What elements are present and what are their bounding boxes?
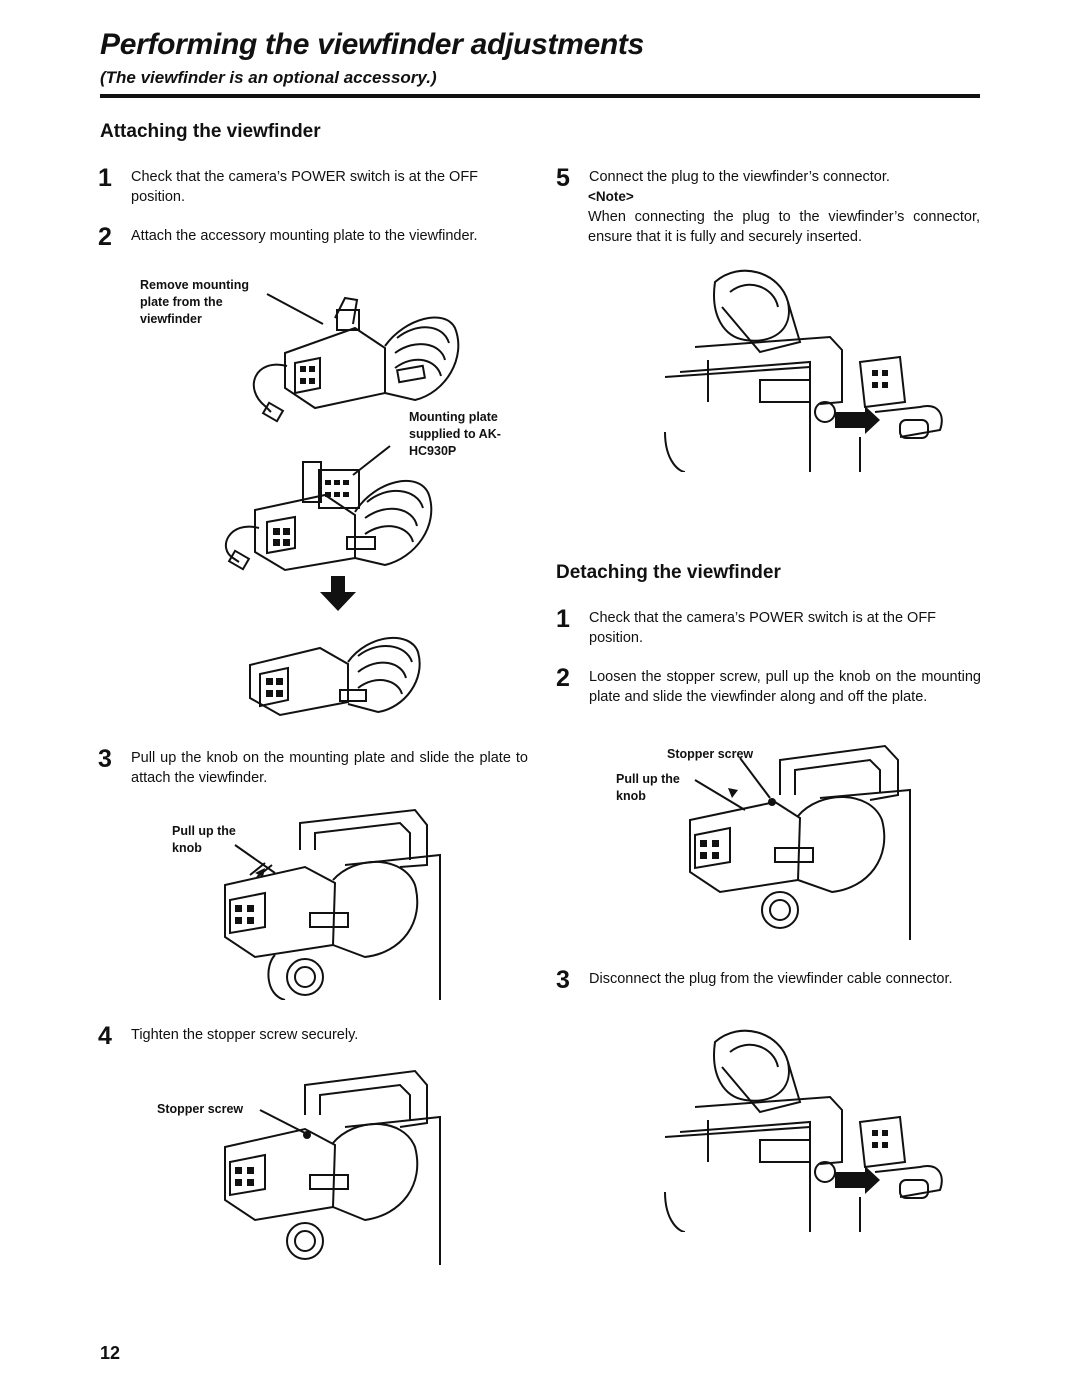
header-rule <box>100 94 980 98</box>
detaching-heading: Detaching the viewfinder <box>556 562 781 583</box>
arrow-down-icon <box>320 576 356 611</box>
viewfinder-plate-removed-illustration <box>253 293 460 423</box>
attach-step-2: 2 Attach the accessory mounting plate to… <box>98 223 528 251</box>
camera-stopper-screw-illustration <box>224 1069 441 1265</box>
attach-step-4: 4 Tighten the stopper screw securely. <box>98 1022 528 1050</box>
step-number: 4 <box>98 1022 112 1050</box>
step-text: Disconnect the plug from the viewfinder … <box>589 971 953 987</box>
note-text: When connecting the plug to the viewfind… <box>588 209 980 245</box>
attaching-heading: Attaching the viewfinder <box>100 121 321 142</box>
camera-detach-illustration <box>689 744 911 940</box>
step-text: Check that the camera’s POWER switch is … <box>589 610 937 646</box>
viewfinder-assembled-illustration <box>249 636 421 717</box>
pull-knob-callout: Pull up the knob <box>172 824 236 855</box>
page-number: 12 <box>100 1343 121 1363</box>
stopper-screw-callout: Stopper screw <box>157 1102 244 1116</box>
page-subtitle: (The viewfinder is an optional accessory… <box>100 68 437 87</box>
step-text: Loosen the stopper screw, pull up the kn… <box>589 669 981 705</box>
viewfinder-disconnect-illustration <box>664 1029 943 1232</box>
attach-step-1: 1 Check that the camera’s POWER switch i… <box>98 164 528 207</box>
detach-pull-knob-callout: Pull up the knob <box>616 772 680 803</box>
step-text: Connect the plug to the viewfinder’s con… <box>589 169 890 185</box>
viewfinder-with-plate-illustration <box>224 445 433 572</box>
detach-stopper-screw-callout: Stopper screw <box>667 747 754 761</box>
mounting-plate-callout: Mounting plate supplied to AK-HC930P <box>409 410 501 458</box>
attach-step-5: 5 Connect the plug to the viewfinder’s c… <box>556 164 981 192</box>
step-number: 3 <box>556 966 570 994</box>
page-title: Performing the viewfinder adjustments <box>100 28 645 61</box>
step-number: 1 <box>556 605 570 633</box>
remove-plate-callout: Remove mounting plate from the viewfinde… <box>140 278 250 326</box>
step-number: 2 <box>556 664 570 692</box>
step-number: 3 <box>98 745 112 773</box>
step-number: 2 <box>98 223 112 251</box>
attach-step-3: 3 Pull up the knob on the mounting plate… <box>98 745 528 788</box>
step-text: Pull up the knob on the mounting plate a… <box>131 750 528 786</box>
step-text: Check that the camera’s POWER switch is … <box>131 169 479 205</box>
detach-step-3: 3 Disconnect the plug from the viewfinde… <box>556 966 981 994</box>
step-text: Attach the accessory mounting plate to t… <box>131 228 478 244</box>
detach-step-1: 1 Check that the camera’s POWER switch i… <box>556 605 981 648</box>
detach-step-2: 2 Loosen the stopper screw, pull up the … <box>556 664 981 707</box>
viewfinder-connector-illustration <box>664 269 943 472</box>
camera-pull-knob-illustration <box>224 808 441 1000</box>
note-label: <Note> <box>588 189 634 204</box>
step-text: Tighten the stopper screw securely. <box>131 1027 359 1043</box>
step-number: 1 <box>98 164 112 192</box>
step-number: 5 <box>556 164 570 192</box>
